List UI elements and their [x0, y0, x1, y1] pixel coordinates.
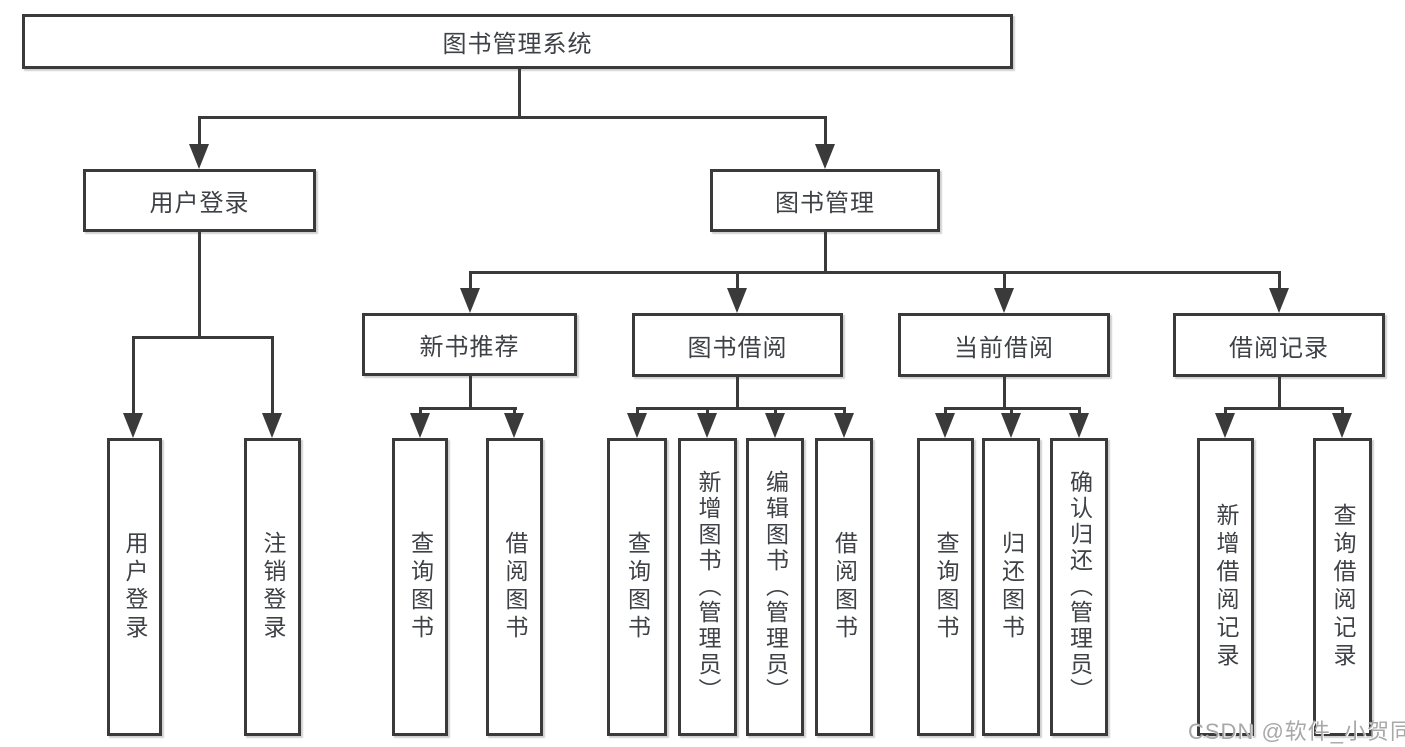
- connector-drop-add-book: [706, 407, 709, 417]
- arrowhead-query-books-2: [627, 413, 647, 438]
- connector-drop-return-books: [1010, 407, 1013, 417]
- arrowhead-new-book: [460, 288, 480, 313]
- connector-drop-user-login: [198, 116, 201, 148]
- connector-root-stem: [518, 69, 521, 119]
- arrowhead-user-login: [189, 144, 209, 169]
- node-current-borrowing: 当前借阅: [898, 313, 1110, 377]
- connector-drop-borrow-books-1: [513, 407, 516, 417]
- leaf-query-books-1: 查询图书: [392, 438, 448, 736]
- leaf-edit-book-admin-label: 编辑图书（管理员）: [762, 470, 789, 704]
- leaf-add-book-admin: 新增图书（管理员）: [678, 438, 737, 736]
- arrowhead-query-books-3: [935, 413, 955, 438]
- node-book-management-label: 图书管理: [775, 190, 875, 217]
- connector-drop-book-borrowing: [736, 271, 739, 291]
- connector-drop-query-books-2: [636, 407, 639, 417]
- node-book-borrowing: 图书借阅: [632, 313, 843, 377]
- arrowhead-borrow-records: [1269, 288, 1289, 313]
- connector-new-book-stem: [469, 376, 472, 410]
- leaf-confirm-return-admin-label: 确认归还（管理员）: [1066, 470, 1093, 704]
- node-book-borrowing-label: 图书借阅: [687, 334, 788, 362]
- connector-drop-leaf-logout: [271, 336, 274, 416]
- leaf-edit-book-admin: 编辑图书（管理员）: [746, 438, 804, 736]
- connector-drop-query-books-3: [944, 407, 947, 417]
- leaf-user-login: 用户登录: [107, 438, 162, 736]
- connector-drop-borrow-books-2: [843, 407, 846, 417]
- connector-drop-edit-book: [774, 407, 777, 417]
- arrowhead-borrow-books-1: [504, 413, 524, 438]
- arrowhead-borrow-books-2: [834, 413, 854, 438]
- connector-current-borrowing-stem: [1003, 377, 1006, 410]
- leaf-query-borrow-record: 查询借阅记录: [1313, 438, 1372, 736]
- connector-user-login-stem: [198, 232, 201, 339]
- leaf-return-books-label: 归还图书: [998, 531, 1025, 643]
- connector-new-book-rail: [419, 407, 517, 410]
- arrowhead-book-management: [815, 144, 835, 169]
- leaf-borrow-books-2-label: 借阅图书: [831, 531, 858, 643]
- connector-borrow-records-stem: [1278, 377, 1281, 410]
- leaf-confirm-return-admin: 确认归还（管理员）: [1050, 438, 1108, 736]
- connector-drop-query-record: [1341, 407, 1344, 417]
- leaf-query-books-3: 查询图书: [917, 438, 974, 736]
- connector-drop-new-book: [469, 271, 472, 291]
- connector-drop-confirm-return: [1078, 407, 1081, 417]
- leaf-query-books-1-label: 查询图书: [407, 531, 434, 643]
- watermark: CSDN @软件_小贺同学: [1188, 719, 1405, 744]
- leaf-query-borrow-record-label: 查询借阅记录: [1330, 503, 1356, 671]
- connector-borrow-records-rail: [1224, 407, 1344, 410]
- arrowhead-leaf-user-login: [123, 413, 143, 438]
- connector-drop-current-borrowing: [1003, 271, 1006, 291]
- leaf-query-books-3-label: 查询图书: [933, 531, 959, 643]
- arrowhead-add-book: [697, 413, 717, 438]
- connector-drop-borrow-records: [1278, 271, 1281, 291]
- connector-drop-query-books-1: [419, 407, 422, 417]
- leaf-add-book-admin-label: 新增图书（管理员）: [695, 470, 721, 704]
- arrowhead-leaf-logout: [262, 413, 282, 438]
- leaf-borrow-books-2: 借阅图书: [815, 438, 873, 736]
- arrowhead-edit-book: [765, 413, 785, 438]
- connector-drop-leaf-user-login: [132, 336, 135, 416]
- arrowhead-return-books: [1001, 413, 1021, 438]
- leaf-logout: 注销登录: [244, 438, 301, 736]
- node-root-label: 图书管理系统: [442, 31, 593, 58]
- leaf-query-books-2-label: 查询图书: [624, 531, 651, 643]
- node-new-book-recommend: 新书推荐: [362, 313, 577, 376]
- node-user-login-label: 用户登录: [149, 190, 250, 217]
- node-borrow-records-label: 借阅记录: [1229, 334, 1329, 362]
- leaf-logout-label: 注销登录: [260, 531, 286, 643]
- arrowhead-current-borrowing: [994, 288, 1014, 313]
- connector-drop-book-management: [824, 116, 827, 148]
- leaf-add-borrow-record: 新增借阅记录: [1197, 438, 1254, 736]
- leaf-query-books-2: 查询图书: [607, 438, 667, 736]
- connector-drop-add-record: [1224, 407, 1227, 417]
- node-current-borrowing-label: 当前借阅: [954, 334, 1054, 362]
- connector-level3-rail: [469, 271, 1281, 274]
- node-root: 图书管理系统: [22, 14, 1013, 69]
- node-new-book-recommend-label: 新书推荐: [419, 334, 520, 361]
- leaf-user-login-label: 用户登录: [122, 531, 148, 643]
- arrowhead-confirm-return: [1069, 413, 1089, 438]
- connector-user-login-rail: [132, 336, 274, 339]
- connector-book-borrowing-stem: [736, 377, 739, 410]
- arrowhead-add-record: [1215, 413, 1235, 438]
- leaf-borrow-books-1: 借阅图书: [486, 438, 543, 736]
- node-book-management: 图书管理: [710, 169, 940, 232]
- arrowhead-query-books-1: [410, 413, 430, 438]
- connector-level1-rail: [198, 116, 827, 119]
- arrowhead-book-borrowing: [727, 288, 747, 313]
- node-borrow-records: 借阅记录: [1173, 313, 1385, 377]
- leaf-add-borrow-record-label: 新增借阅记录: [1213, 503, 1239, 671]
- arrowhead-query-record: [1332, 413, 1352, 438]
- leaf-borrow-books-1-label: 借阅图书: [502, 531, 528, 643]
- node-user-login: 用户登录: [83, 169, 316, 232]
- connector-book-borrowing-rail: [636, 407, 846, 410]
- leaf-return-books: 归还图书: [982, 438, 1040, 736]
- connector-book-management-stem: [824, 232, 827, 274]
